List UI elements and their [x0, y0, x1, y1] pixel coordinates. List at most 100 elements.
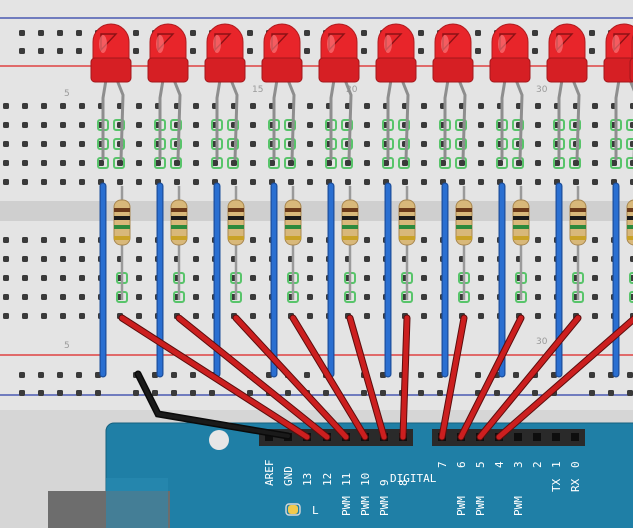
- breadboard-hole: [60, 256, 66, 262]
- breadboard-hole: [592, 313, 598, 319]
- breadboard-hole: [288, 160, 294, 166]
- led-leg: [386, 79, 393, 160]
- header-pin[interactable]: [533, 433, 541, 441]
- header-pin[interactable]: [514, 433, 522, 441]
- active-hole: [170, 138, 182, 150]
- led-leg: [571, 79, 581, 161]
- breadboard-hole: [22, 256, 28, 262]
- resistor-band: [570, 225, 586, 229]
- signal-wire-core: [176, 315, 330, 440]
- breadboard-hole: [79, 313, 85, 319]
- breadboard-hole: [250, 237, 256, 243]
- resistor-band: [171, 216, 187, 220]
- resistor-band: [627, 225, 633, 229]
- breadboard-hole: [22, 141, 28, 147]
- breadboard-hole: [592, 103, 598, 109]
- breadboard-hole: [630, 122, 633, 128]
- active-hole: [227, 157, 239, 169]
- breadboard-hole: [41, 179, 47, 185]
- breadboard-hole: [79, 122, 85, 128]
- led-base: [147, 57, 189, 83]
- breadboard-hole: [209, 390, 215, 396]
- breadboard-hole: [307, 103, 313, 109]
- led-base: [603, 57, 633, 83]
- breadboard-hole: [19, 48, 25, 54]
- breadboard-hole: [589, 390, 595, 396]
- breadboard-hole: [60, 294, 66, 300]
- active-hole: [626, 119, 633, 131]
- breadboard-hole: [364, 103, 370, 109]
- breadboard-hole: [307, 179, 313, 185]
- breadboard-hole: [117, 160, 123, 166]
- breadboard-hole: [323, 390, 329, 396]
- breadboard-hole: [250, 122, 256, 128]
- breadboard-hole: [79, 237, 85, 243]
- led: [90, 23, 132, 83]
- breadboard-hole: [136, 237, 142, 243]
- column-number: 15: [252, 85, 263, 95]
- breadboard-hole: [41, 122, 47, 128]
- breadboard-hole: [171, 372, 177, 378]
- active-hole: [455, 119, 467, 131]
- breadboard-hole: [136, 294, 142, 300]
- breadboard-hole: [269, 160, 275, 166]
- header-pin[interactable]: [571, 433, 579, 441]
- breadboard-hole: [41, 103, 47, 109]
- pin-label: 6: [455, 461, 468, 468]
- breadboard-hole: [440, 160, 446, 166]
- breadboard-hole: [421, 237, 427, 243]
- resistor-band: [171, 236, 187, 240]
- breadboard-hole: [307, 141, 313, 147]
- led-legs: [101, 79, 633, 161]
- breadboard-hole: [57, 30, 63, 36]
- active-hole: [341, 157, 353, 169]
- breadboard-hole: [402, 179, 408, 185]
- breadboard-hole: [592, 256, 598, 262]
- breadboard-hole: [475, 48, 481, 54]
- breadboard-hole: [307, 294, 313, 300]
- breadboard-hole: [304, 48, 310, 54]
- pin-label: GND: [282, 466, 295, 486]
- breadboard-hole: [589, 372, 595, 378]
- column-number: 5: [64, 89, 70, 99]
- resistor-band: [285, 236, 301, 240]
- header-pin[interactable]: [552, 433, 560, 441]
- led-leg: [286, 79, 296, 161]
- active-hole: [284, 119, 296, 131]
- breadboard-hole: [418, 48, 424, 54]
- led-leg: [628, 79, 633, 160]
- signal-wire-core: [347, 315, 387, 440]
- led-leg: [457, 79, 467, 161]
- resistor-band: [114, 236, 130, 240]
- breadboard-hole: [532, 390, 538, 396]
- gnd-wire-core: [136, 372, 290, 438]
- resistor-band: [627, 216, 633, 220]
- header-pin[interactable]: [265, 433, 273, 441]
- active-hole: [341, 138, 353, 150]
- led-leg: [215, 79, 222, 160]
- pin-label: AREF: [263, 460, 276, 487]
- breadboard-hole: [497, 160, 503, 166]
- resistor-band: [171, 208, 187, 212]
- breadboard-hole: [60, 122, 66, 128]
- breadboard-hole: [630, 141, 633, 147]
- breadboard-hole: [383, 160, 389, 166]
- breadboard-hole: [418, 30, 424, 36]
- resistor: [227, 186, 245, 300]
- breadboard-hole: [3, 237, 9, 243]
- breadboard-hole: [60, 103, 66, 109]
- pin-label: 3: [512, 461, 525, 468]
- active-hole: [113, 119, 125, 131]
- breadboard-hole: [630, 179, 633, 185]
- breadboard-hole: [421, 141, 427, 147]
- breadboard-hole: [152, 390, 158, 396]
- breadboard-hole: [535, 179, 541, 185]
- pin-label: PWM: [340, 496, 353, 516]
- breadboard-hole: [250, 179, 256, 185]
- breadboard-hole: [38, 48, 44, 54]
- led-leg: [229, 79, 239, 161]
- breadboard-hole: [19, 372, 25, 378]
- active-hole: [629, 272, 633, 284]
- arduino-board: L: [48, 422, 633, 528]
- resistor-band: [285, 208, 301, 212]
